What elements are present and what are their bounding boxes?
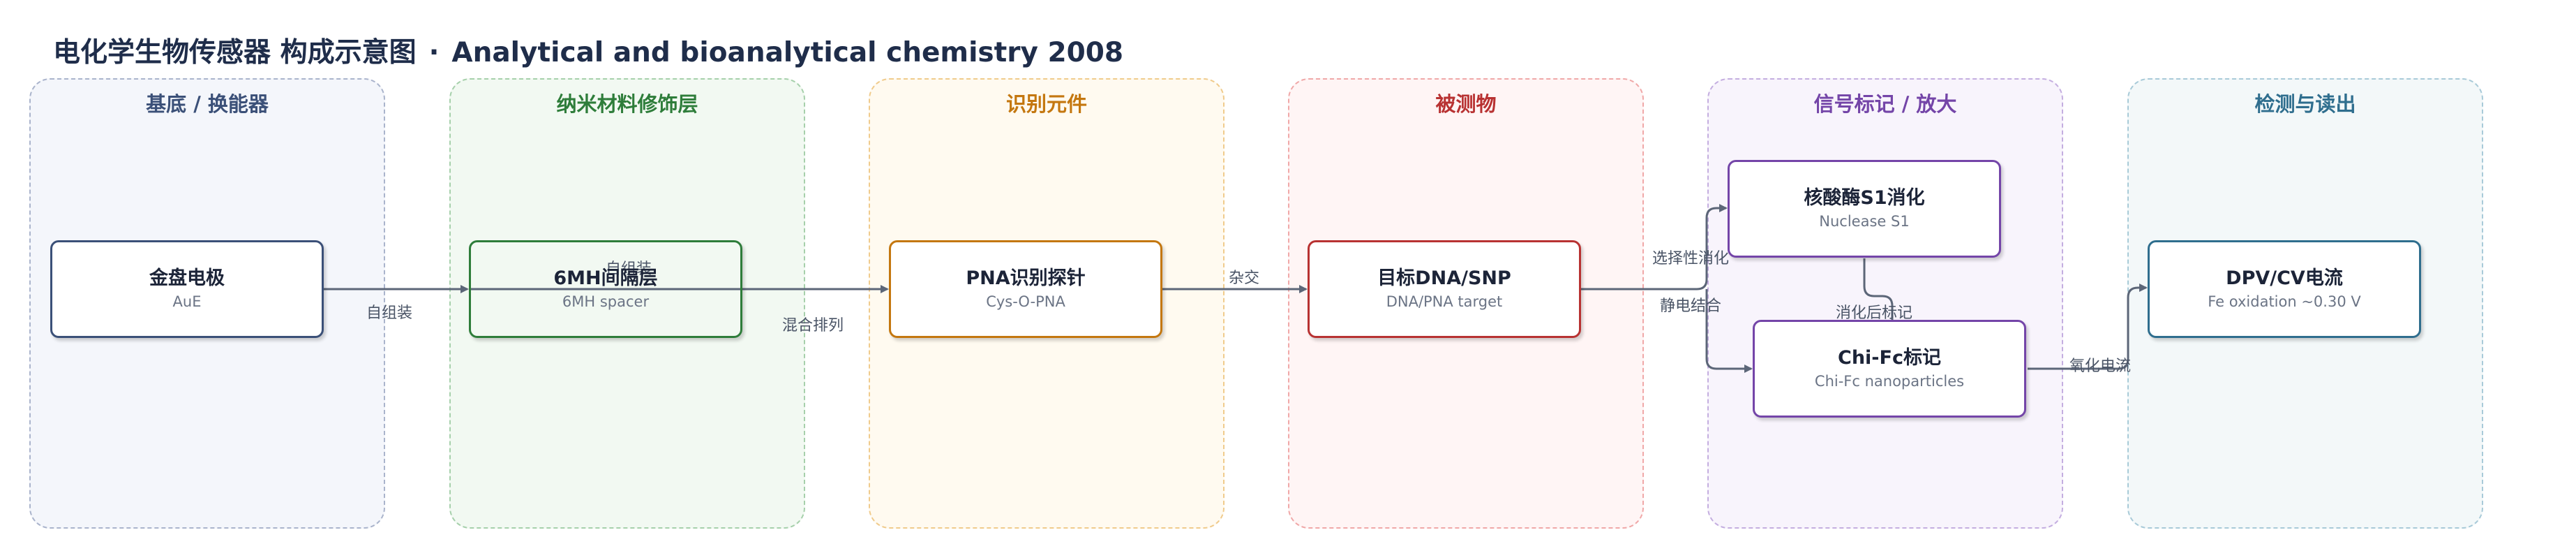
lane-title-substrate: 基底 / 换能器 [146,92,269,116]
edge-chifc-to-dpv [2028,284,2148,370]
edge-label-dna-chifc: 静电结合 [1659,297,1722,315]
edge-dna-to-chifc [1705,289,1753,373]
node-chi-fc-label[interactable]: Chi-Fc标记 Chi-Fc nanoparticles [1753,320,2026,418]
node-dpv-cv-current[interactable]: DPV/CV电流 Fe oxidation ~0.30 V [2148,240,2421,338]
title-main: 电化学生物传感器 构成示意图 [53,37,417,68]
node-label: DPV/CV电流 [2226,267,2343,289]
edge-label-aue-mh-overlap: 自组装 [605,260,652,278]
node-label: 6MH间隔层 [553,267,658,289]
edge-dna-to-s1 [1581,204,1728,291]
lane-title-signal: 信号标记 / 放大 [1813,92,1957,116]
lane-title-nano: 纳米材料修饰层 [556,92,698,116]
edge-label-pna-dna: 杂交 [1228,270,1260,287]
node-label: PNA识别探针 [966,267,1086,289]
node-label: Chi-Fc标记 [1838,347,1941,369]
node-gold-electrode[interactable]: 金盘电极 AuE [50,240,324,338]
edge-label-dna-s1: 选择性消化 [1652,250,1730,267]
lane-signal [1707,78,2063,529]
node-nuclease-s1[interactable]: 核酸酶S1消化 Nuclease S1 [1728,160,2001,258]
edge-s1-to-chifc [1863,258,1894,320]
node-label: 目标DNA/SNP [1377,267,1511,289]
edge-label-chifc-dpv: 氧化电流 [2069,358,2132,375]
node-label: 金盘电极 [149,267,225,289]
node-sublabel: Fe oxidation ~0.30 V [2208,293,2361,310]
node-sublabel: Chi-Fc nanoparticles [1814,373,1965,390]
lane-nano [449,78,805,529]
diagram-title: 电化学生物传感器 构成示意图 · Analytical and bioanalyti… [53,31,1123,70]
node-label: 核酸酶S1消化 [1804,187,1925,209]
node-sublabel: AuE [172,293,202,310]
node-target-dna[interactable]: 目标DNA/SNP DNA/PNA target [1308,240,1581,338]
title-separator: · [428,37,440,68]
lane-title-readout: 检测与读出 [2254,92,2356,116]
node-sublabel: Cys-O-PNA [986,293,1065,310]
node-sublabel: DNA/PNA target [1386,293,1503,310]
lane-title-recognition: 识别元件 [1005,92,1087,116]
edge-label-mh-pna: 混合排列 [781,317,844,335]
node-sublabel: 6MH spacer [562,293,650,310]
title-source: Analytical and bioanalytical chemistry 2… [451,37,1124,68]
node-6mh-spacer[interactable]: 6MH间隔层 6MH spacer [469,240,742,338]
edge-label-s1-chifc: 消化后标记 [1835,304,1913,322]
edge-label-aue-mh: 自组装 [366,304,413,322]
node-sublabel: Nuclease S1 [1819,213,1910,230]
lane-title-analyte: 被测物 [1435,92,1497,116]
node-pna-probe[interactable]: PNA识别探针 Cys-O-PNA [889,240,1162,338]
